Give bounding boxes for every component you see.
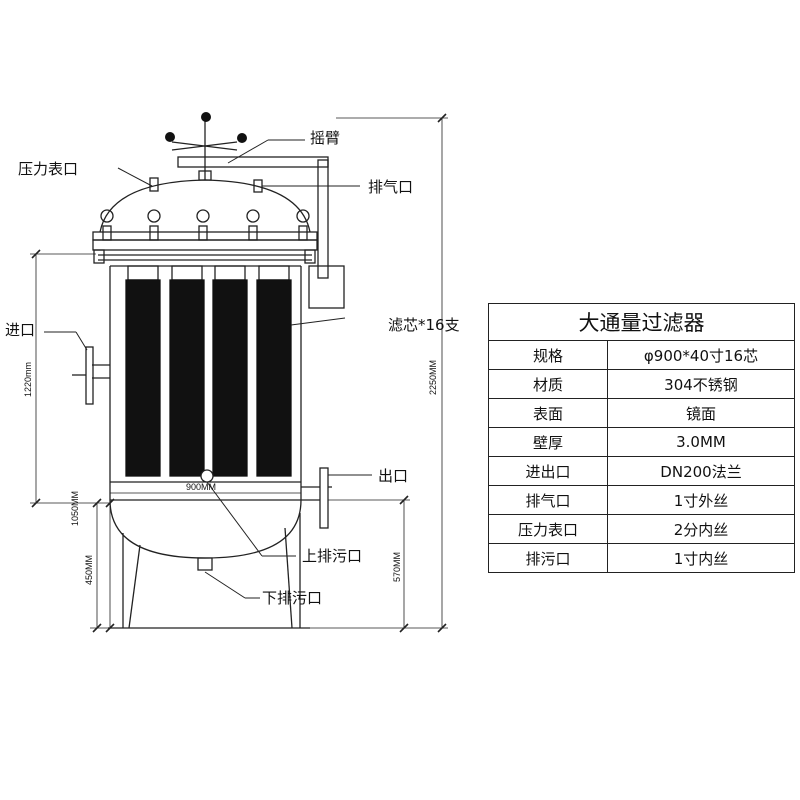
spec-value: 2分内丝 [607,514,795,544]
spec-value: 3.0MM [607,427,795,457]
spec-value: 304不锈钢 [607,369,795,399]
leader-lines [44,139,372,599]
label-inlet: 进口 [5,321,35,339]
rocker-knob-top-icon [201,112,211,122]
dim-outlet-height: 1050MM [70,491,80,526]
head-flange [92,231,318,264]
spec-value: 1寸内丝 [607,543,795,573]
dome-cover [99,179,311,233]
pressure-gauge-port-nozzle [149,177,159,192]
rocker-knob-right-icon [237,133,247,143]
spec-key: 排气口 [488,485,608,515]
label-pressure-gauge-port: 压力表口 [18,160,78,178]
spec-key: 材质 [488,369,608,399]
support-legs [108,513,310,629]
filter-cartridges [127,265,290,281]
spec-value: φ900*40寸16芯 [607,340,795,370]
label-rocker-arm: 摇臂 [310,129,340,147]
dim-total-height: 2250MM [428,360,438,395]
spec-key: 表面 [488,398,608,428]
spec-value: DN200法兰 [607,456,795,486]
dim-diameter: 900MM [186,482,216,492]
rocker-knob-left-icon [165,132,175,142]
dim-inlet-height: 1220mm [23,362,33,397]
spec-key: 规格 [488,340,608,370]
spec-key: 壁厚 [488,427,608,457]
dimension-lines [30,117,448,629]
label-filter-elements: 滤芯*16支 [388,316,460,334]
rocker-arm [171,117,345,309]
inlet-nozzle [72,346,110,405]
spec-value: 镜面 [607,398,795,428]
spec-key: 压力表口 [488,514,608,544]
outlet-nozzle [301,467,332,529]
spec-value: 1寸外丝 [607,485,795,515]
dim-drain-height: 570MM [392,552,402,582]
label-vent-port: 排气口 [368,178,413,196]
spec-table-title: 大通量过滤器 [488,303,795,341]
dim-leg-height: 450MM [84,555,94,585]
spec-key: 排污口 [488,543,608,573]
dimension-ticks [31,113,447,633]
label-lower-drain: 下排污口 [262,589,322,607]
table-row: 表面镜面 [488,398,795,428]
upper-drain-port [200,469,214,483]
eye-bolts [100,209,310,241]
spec-key: 进出口 [488,456,608,486]
label-outlet: 出口 [378,467,408,485]
lower-drain-pipe [197,557,213,571]
label-upper-drain: 上排污口 [302,547,362,565]
